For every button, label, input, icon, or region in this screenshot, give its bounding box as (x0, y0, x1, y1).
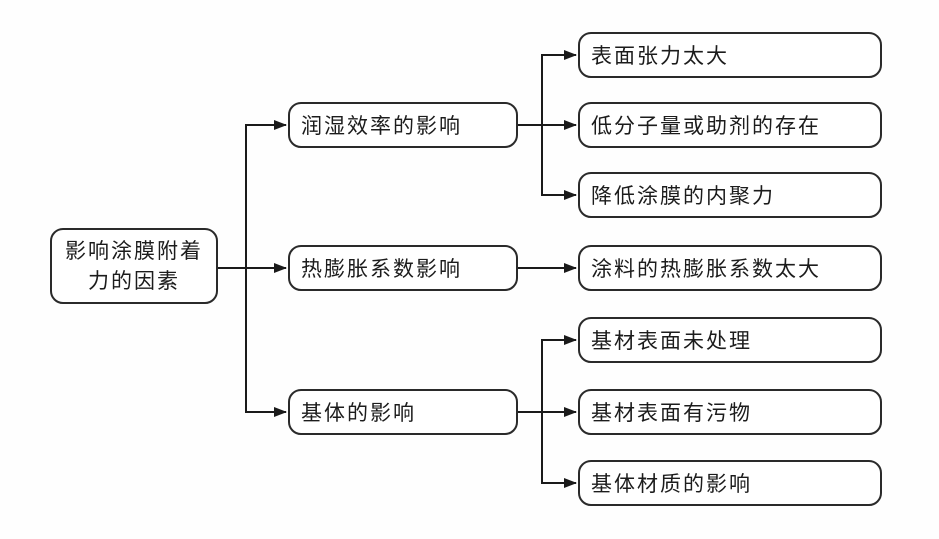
node-root: 影响涂膜附着力的因素 (50, 228, 218, 304)
node-leaf-low-molecular-weight: 低分子量或助剂的存在 (578, 102, 882, 148)
node-branch-wetting: 润湿效率的影响 (288, 102, 518, 148)
node-leaf-coating-expansion: 涂料的热膨胀系数太大 (578, 245, 882, 291)
node-leaf-cohesion-reduction: 降低涂膜的内聚力 (578, 172, 882, 218)
node-leaf-substrate-material: 基体材质的影响 (578, 460, 882, 506)
node-branch-thermal: 热膨胀系数影响 (288, 245, 518, 291)
node-branch-substrate: 基体的影响 (288, 389, 518, 435)
node-leaf-untreated-surface: 基材表面未处理 (578, 317, 882, 363)
node-leaf-surface-contamination: 基材表面有污物 (578, 389, 882, 435)
node-leaf-surface-tension: 表面张力太大 (578, 32, 882, 78)
